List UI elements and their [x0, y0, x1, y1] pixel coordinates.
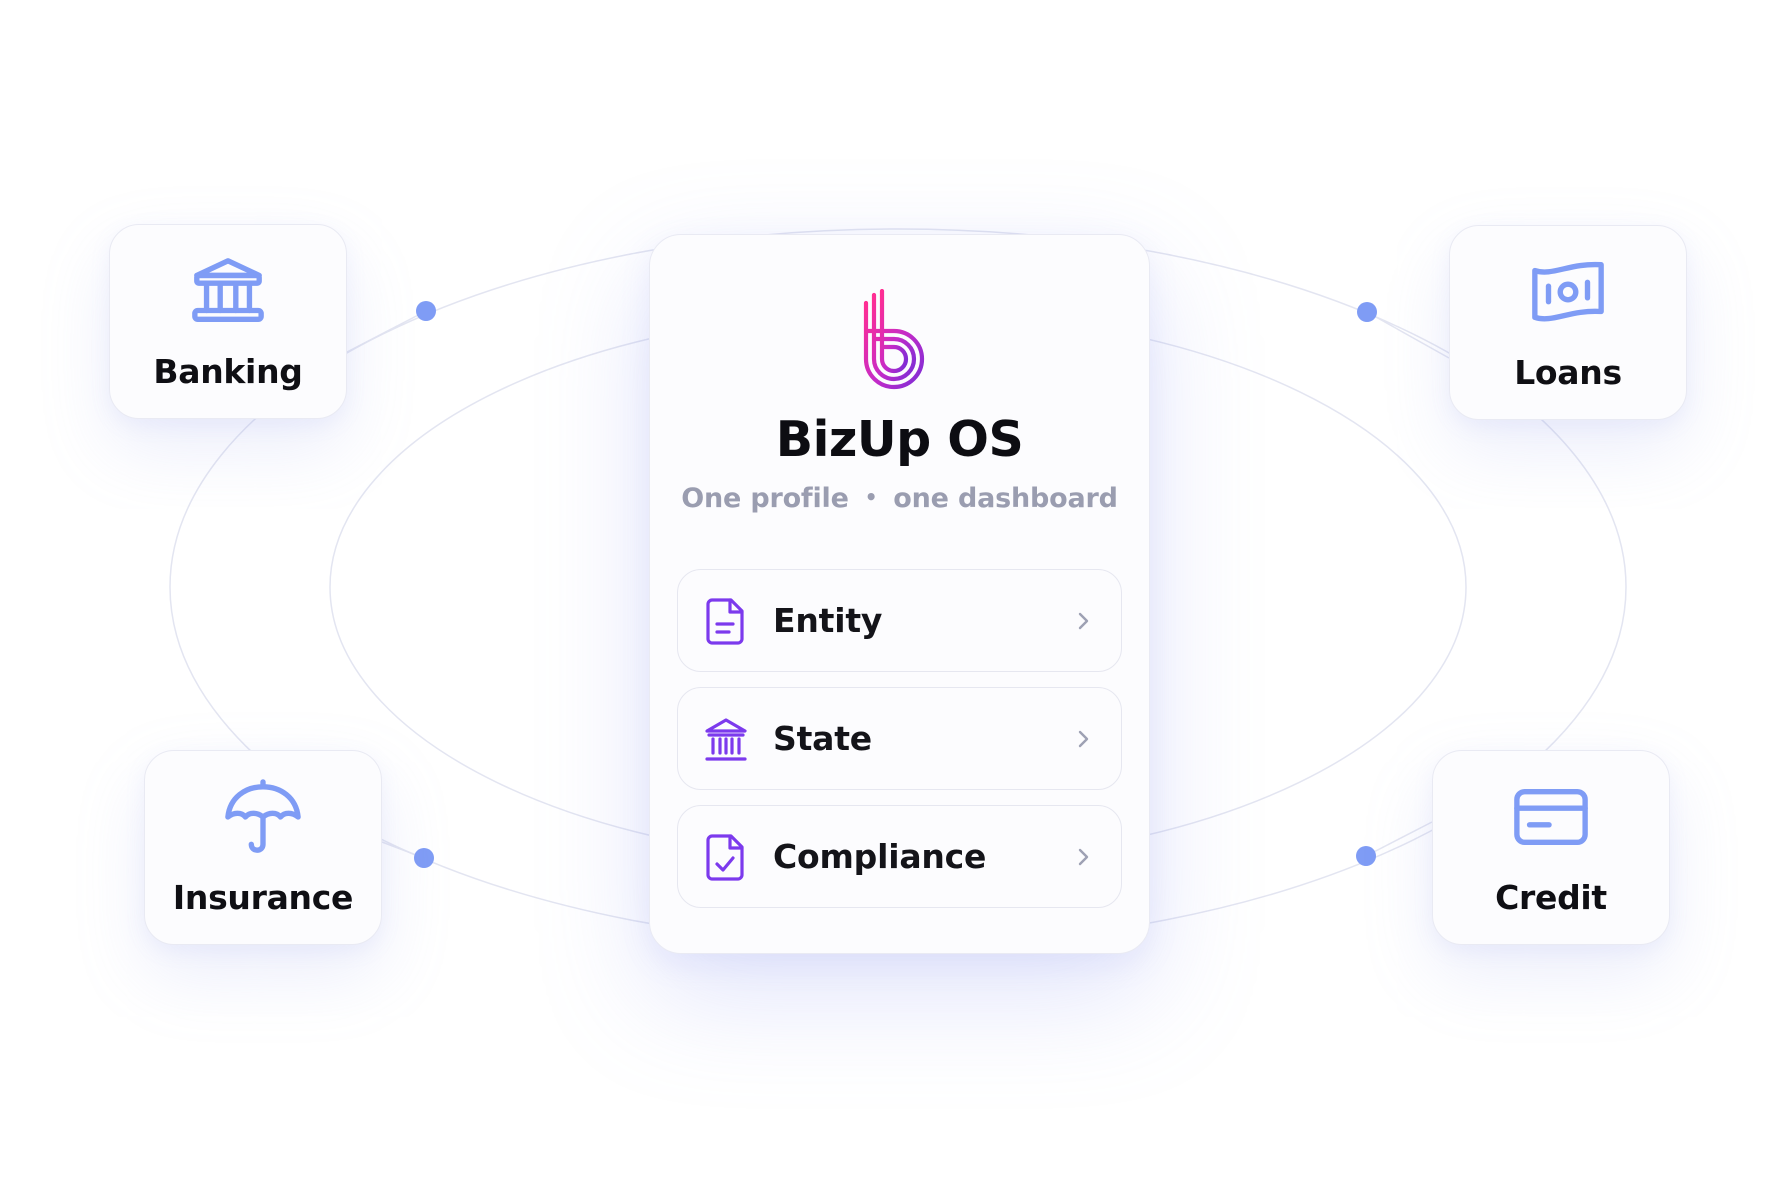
compliance-label: Compliance	[773, 837, 987, 876]
state-row[interactable]: State	[677, 687, 1122, 790]
loans-label: Loans	[1514, 353, 1622, 392]
node-dot-credit	[1356, 846, 1376, 866]
compliance-row[interactable]: Compliance	[677, 805, 1122, 908]
chevron-right-icon	[1078, 730, 1089, 747]
credit-label: Credit	[1495, 878, 1607, 917]
connector-loans	[1366, 311, 1450, 359]
credit-card-tile[interactable]: Credit	[1432, 750, 1670, 945]
state-label: State	[773, 719, 872, 758]
insurance-label: Insurance	[172, 878, 354, 917]
entity-label: Entity	[773, 601, 883, 640]
node-dot-loans	[1357, 302, 1377, 322]
document-check-icon	[706, 833, 744, 881]
document-icon	[706, 597, 744, 645]
tagline-right: one dashboard	[893, 483, 1118, 514]
connector-credit	[1365, 821, 1433, 857]
tagline: One profile • one dashboard	[650, 483, 1149, 514]
government-building-icon	[705, 717, 747, 761]
chevron-right-icon	[1078, 612, 1089, 629]
tagline-left: One profile	[681, 483, 849, 514]
node-dot-banking	[416, 301, 436, 321]
bank-icon	[192, 258, 264, 322]
app-title: BizUp OS	[775, 411, 1024, 468]
insurance-card[interactable]: Insurance	[144, 750, 382, 945]
bizup-os-card: BizUp OS One profile • one dashboard Entit…	[649, 234, 1150, 954]
connector-banking	[346, 310, 427, 353]
loans-card[interactable]: Loans	[1449, 225, 1687, 420]
bizup-logo-icon	[863, 289, 925, 390]
cash-icon	[1532, 261, 1604, 322]
banking-card[interactable]: Banking	[109, 224, 347, 419]
credit-card-icon	[1514, 788, 1588, 846]
chevron-right-icon	[1078, 848, 1089, 865]
banking-label: Banking	[153, 352, 303, 391]
entity-row[interactable]: Entity	[677, 569, 1122, 672]
umbrella-icon	[225, 779, 301, 853]
node-dot-insurance	[414, 848, 434, 868]
tagline-separator: •	[864, 485, 878, 509]
